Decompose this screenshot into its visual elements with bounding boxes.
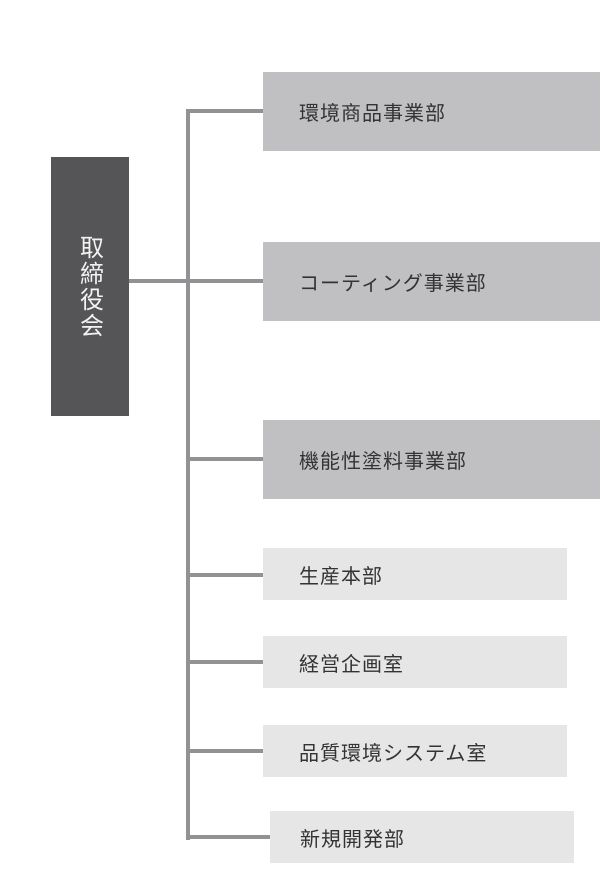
department-label: 新規開発部 (300, 826, 405, 851)
branch-line (186, 573, 263, 577)
trunk-line (186, 109, 190, 840)
division-box: 環境商品事業部 (263, 72, 600, 151)
department-box: 経営企画室 (263, 636, 567, 688)
branch-line (186, 835, 270, 839)
branch-line (186, 749, 263, 753)
board-connector (129, 279, 263, 283)
department-label: 生産本部 (299, 563, 383, 588)
department-label: 経営企画室 (299, 651, 404, 676)
branch-line (186, 457, 263, 461)
division-label: 機能性塗料事業部 (299, 449, 467, 473)
division-box: コーティング事業部 (263, 242, 600, 321)
board-label: 取締役会 (75, 234, 104, 339)
board-of-directors-box: 取締役会 (51, 157, 129, 416)
branch-line (186, 660, 263, 664)
division-label: 環境商品事業部 (299, 101, 446, 125)
division-box: 機能性塗料事業部 (263, 420, 600, 499)
department-box: 新規開発部 (270, 811, 574, 863)
department-box: 生産本部 (263, 548, 567, 600)
department-label: 品質環境システム室 (299, 740, 488, 765)
department-box: 品質環境システム室 (263, 725, 567, 777)
branch-line (186, 109, 263, 113)
division-label: コーティング事業部 (299, 271, 487, 295)
